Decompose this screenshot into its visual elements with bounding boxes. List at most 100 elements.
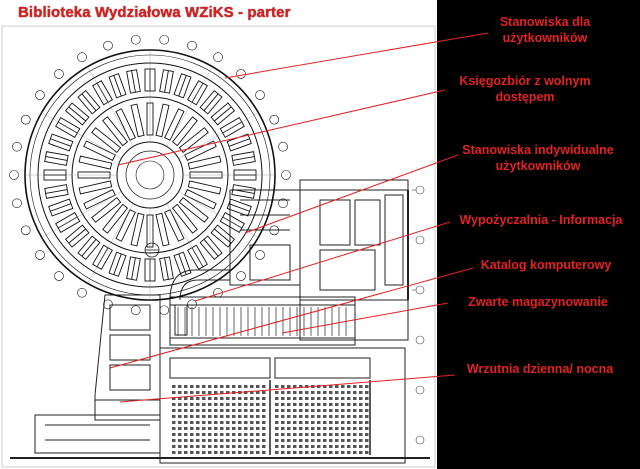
page-title: Biblioteka Wydziałowa WZiKS - parter	[18, 4, 291, 21]
bookshelf	[164, 209, 185, 242]
reading-desk	[48, 133, 74, 152]
callout-zwarte-magazynowanie: Zwarte magazynowanie	[448, 294, 628, 310]
callout-line: Wrzutnia dzienna/ nocna	[466, 362, 614, 376]
grid-bubble	[255, 250, 265, 260]
callout-ksiegozbior: Księgozbiór z wolnym dostępem	[440, 73, 610, 105]
grid-bubble	[103, 299, 113, 310]
reading-desk	[159, 256, 174, 281]
bookshelf	[187, 155, 222, 170]
bookshelf	[102, 116, 129, 147]
grid-bubble	[269, 225, 280, 236]
bookshelf	[130, 103, 145, 138]
grid-bubble	[35, 250, 45, 260]
grid-bubble	[159, 305, 170, 316]
callout-line: Stanowiska dla	[499, 15, 591, 29]
callout-line: Wypożyczalnia - Informacja	[459, 213, 623, 227]
reading-desk	[77, 235, 101, 261]
grid-bubble	[77, 287, 87, 298]
grid-bubble	[12, 141, 22, 152]
grid-bubble	[20, 114, 31, 125]
grid-bubble	[236, 69, 246, 79]
grid-bubble	[54, 69, 64, 79]
bookshelf	[115, 209, 136, 242]
bookshelf	[78, 155, 113, 170]
callout-line: Katalog komputerowy	[480, 258, 612, 272]
leader-7	[119, 374, 456, 403]
bookshelf	[83, 189, 116, 210]
grid-bubble	[159, 34, 170, 45]
bookshelf	[78, 180, 113, 195]
reading-desk	[210, 102, 236, 126]
bookshelf	[83, 140, 116, 161]
rotunda	[9, 34, 291, 316]
bookshelf	[102, 203, 129, 234]
leader-3	[244, 154, 459, 234]
compact-storage	[169, 296, 356, 346]
grid-bubble	[12, 198, 22, 209]
leader-1	[224, 32, 489, 79]
reading-desk	[199, 89, 223, 115]
bookshelf	[171, 116, 198, 147]
grid-bubble	[255, 90, 265, 100]
grid-bubble	[130, 305, 141, 316]
reading-desk	[126, 256, 141, 281]
stair-core	[144, 242, 160, 258]
grid-bubble	[278, 141, 288, 152]
leader-5	[109, 267, 474, 369]
reading-desk	[226, 198, 252, 217]
callout-wrzutnia: Wrzutnia dzienna/ nocna	[450, 361, 630, 377]
grid-bubble	[236, 271, 246, 281]
grid-bubble	[278, 198, 288, 209]
leader-6	[281, 302, 449, 334]
bookshelf	[187, 180, 222, 195]
grid-bubble	[130, 34, 141, 45]
grid-axis-right	[412, 185, 425, 445]
bookshelf	[91, 127, 122, 154]
grid-bubble	[187, 40, 197, 51]
callout-line: Księgozbiór z wolnym	[459, 74, 591, 88]
callout-stanowiska-dla-uzytkownikow: Stanowiska dla użytkowników	[470, 14, 620, 46]
bookshelf	[155, 103, 170, 138]
lower-hall	[159, 347, 406, 464]
callout-wypozyczalnia: Wypożyczalnia - Informacja	[446, 212, 636, 228]
reading-desk	[64, 102, 90, 126]
grid-bubble	[187, 299, 197, 310]
bookshelf	[91, 196, 122, 223]
grid-bubble	[213, 52, 223, 63]
bookshelf	[115, 108, 136, 141]
reading-desk	[108, 251, 127, 277]
grid-bubble	[35, 90, 45, 100]
leader-4	[194, 221, 451, 302]
callout-line: Zwarte magazynowanie	[468, 295, 608, 309]
reading-desk	[126, 69, 141, 94]
reading-desk	[48, 198, 74, 217]
reading-desk	[64, 224, 90, 248]
callout-line: użytkowników	[502, 31, 588, 45]
callout-katalog: Katalog komputerowy	[466, 257, 626, 273]
callout-line: użytkowników	[495, 159, 581, 173]
callout-line: dostępem	[495, 90, 555, 104]
reading-desk	[231, 151, 256, 166]
bookshelf	[164, 108, 185, 141]
grid-bubble	[20, 225, 31, 236]
plan-paper	[0, 0, 437, 469]
grid-bubble	[103, 40, 113, 51]
right-wing	[229, 179, 409, 341]
reading-desk	[77, 89, 101, 115]
reading-desk	[173, 251, 192, 277]
reading-desk	[231, 184, 256, 199]
reading-desk	[44, 151, 69, 166]
bookshelf	[130, 212, 145, 247]
reading-desk	[173, 73, 192, 99]
grid-bubble	[281, 170, 291, 180]
grid-bubble	[269, 114, 280, 125]
callout-stanowiska-indywidualne: Stanowiska indywidualne użytkowników	[448, 142, 628, 174]
reading-desk	[108, 73, 127, 99]
reading-desk	[159, 69, 174, 94]
reading-desk	[210, 224, 236, 248]
bookshelf	[184, 189, 217, 210]
grid-bubble	[54, 271, 64, 281]
callout-line: Stanowiska indywidualne	[462, 143, 614, 157]
bookshelf	[155, 212, 170, 247]
callout-leaders	[109, 32, 489, 403]
